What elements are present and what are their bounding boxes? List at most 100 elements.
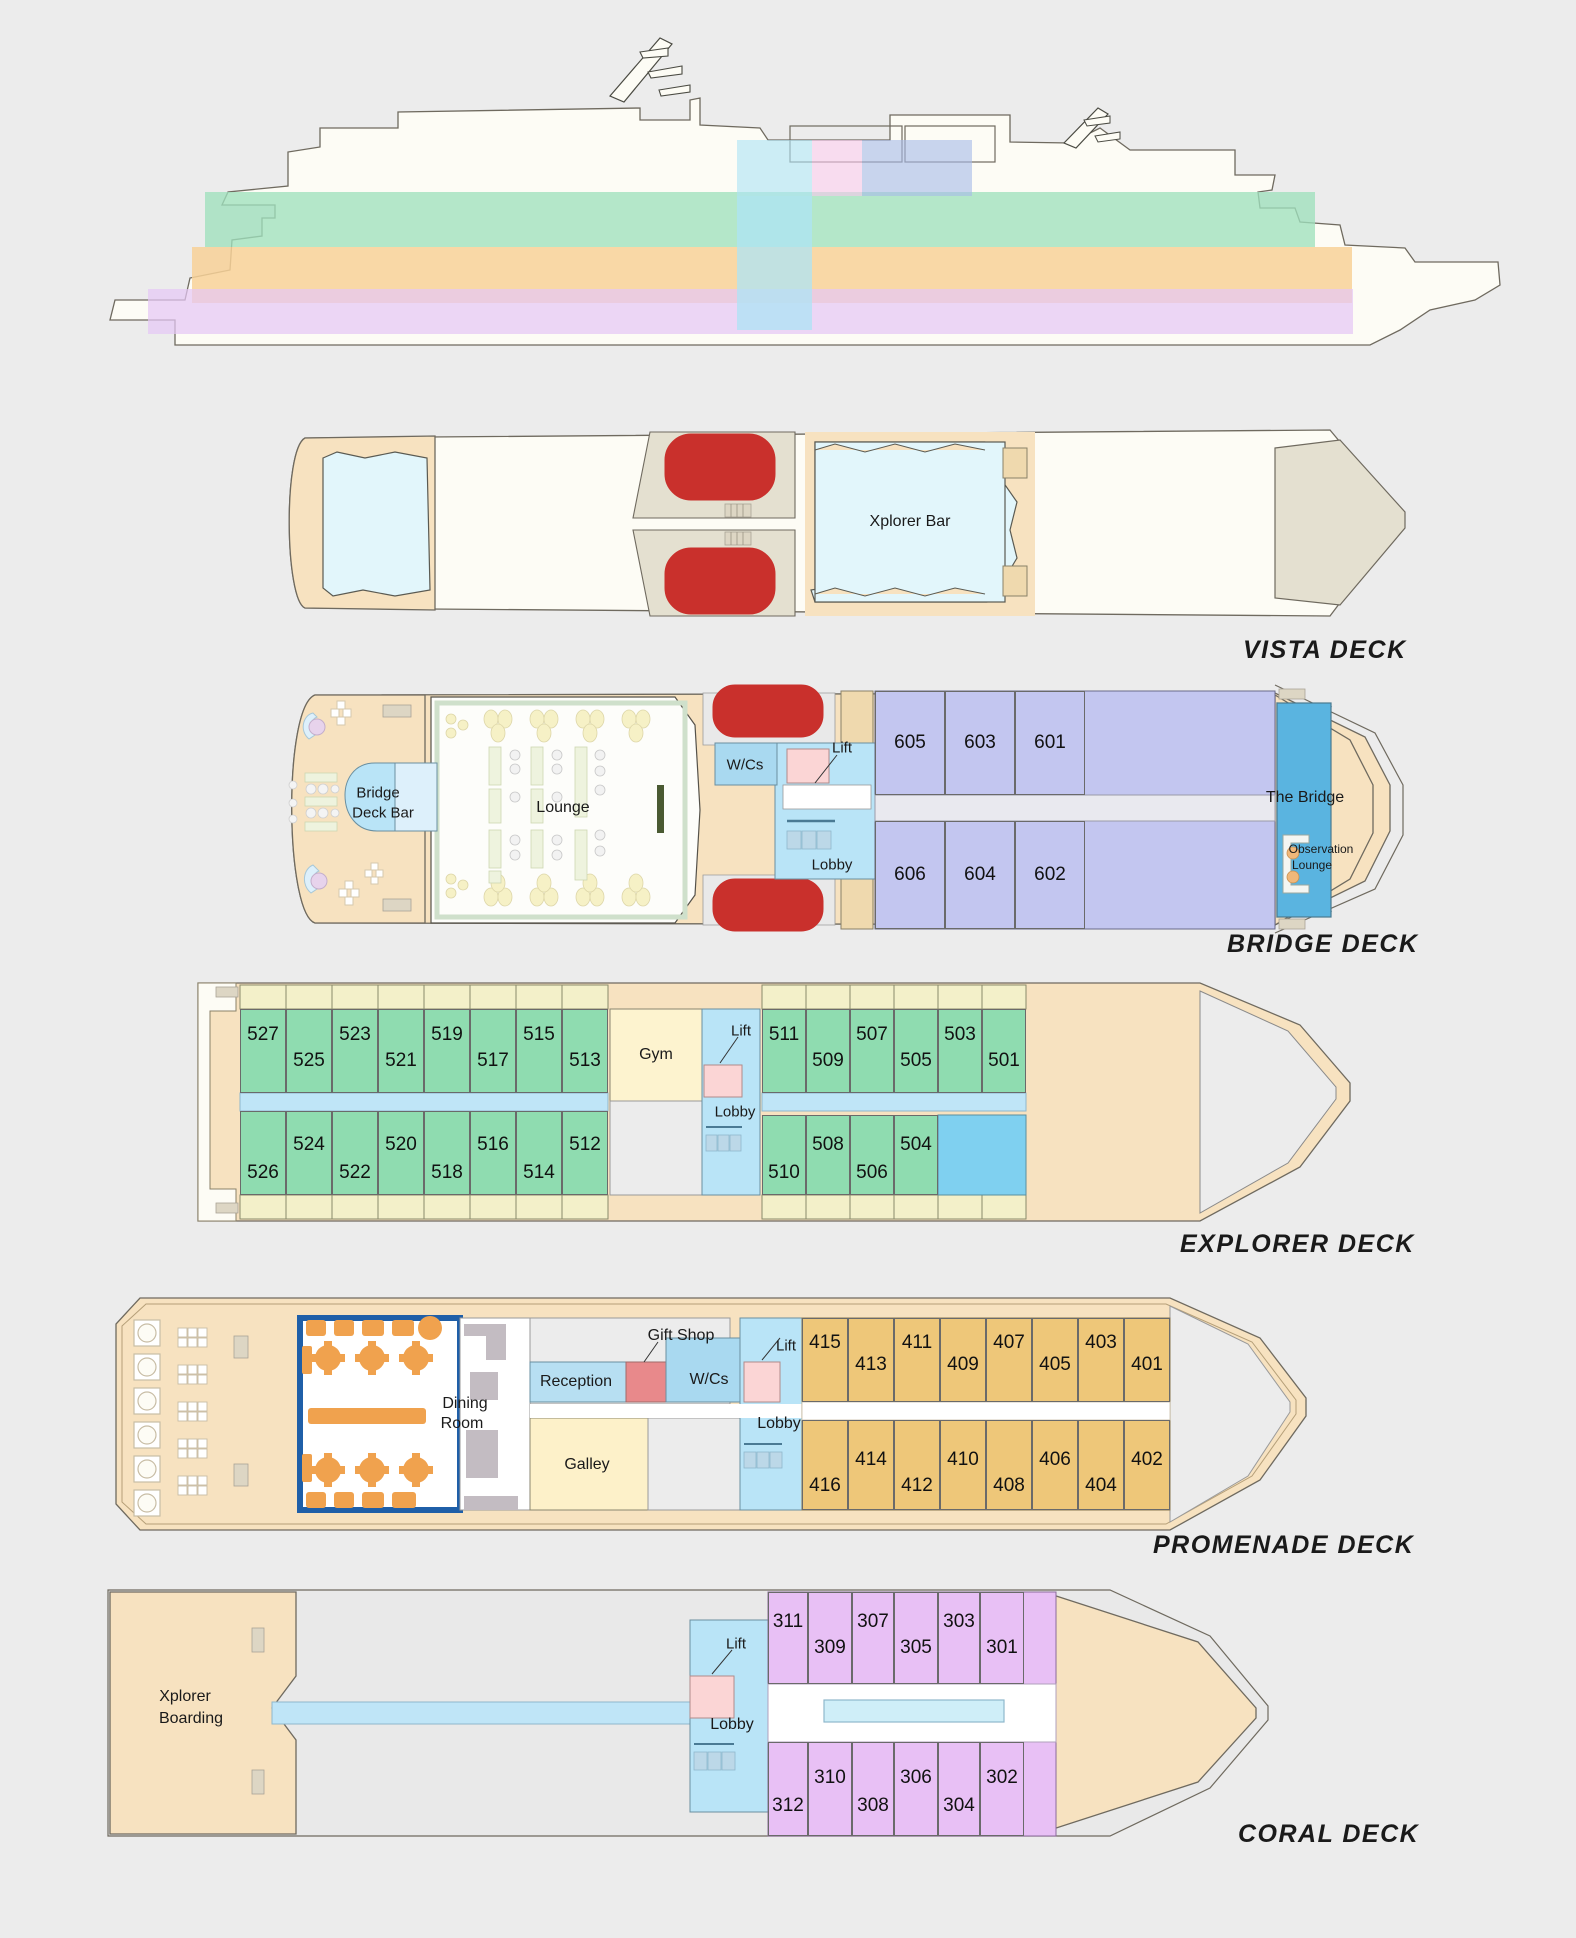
promenade-outdoor-chairs — [177, 1327, 208, 1496]
bridge-cabin-603[interactable] — [945, 691, 1015, 795]
explorer-cabin-525[interactable] — [286, 1009, 332, 1093]
explorer-cabin-519[interactable] — [424, 1009, 470, 1093]
bridge-bar-backbar — [394, 762, 438, 832]
explorer-cabin-514[interactable] — [516, 1111, 562, 1195]
coral-cabin-303[interactable] — [938, 1592, 980, 1684]
promenade-gift-shop-leader — [643, 1341, 659, 1363]
promenade-cabin-410[interactable] — [940, 1420, 986, 1510]
coral-cabin-306[interactable] — [894, 1742, 938, 1836]
explorer-cabin-517[interactable] — [470, 1009, 516, 1093]
promenade-galley-store — [647, 1417, 741, 1511]
bridge-cabin-604[interactable] — [945, 821, 1015, 929]
bridge-lounge-divider — [657, 785, 664, 833]
coral-cabin-305[interactable] — [894, 1592, 938, 1684]
promenade-cabin-404[interactable] — [1078, 1420, 1124, 1510]
promenade-dining-banquette-bottom — [306, 1492, 416, 1508]
promenade-cabin-412[interactable] — [894, 1420, 940, 1510]
explorer-cabin-510[interactable] — [762, 1115, 806, 1195]
bridge-lift-leader — [814, 754, 838, 784]
coral-cabin-307[interactable] — [852, 1592, 894, 1684]
promenade-reception-room — [529, 1361, 627, 1403]
promenade-cabin-403[interactable] — [1078, 1318, 1124, 1402]
promenade-cabin-411[interactable] — [894, 1318, 940, 1402]
coral-cabin-311[interactable] — [768, 1592, 808, 1684]
profile-mast-aft-yard-2 — [1094, 131, 1121, 143]
explorer-cabin-503[interactable] — [938, 1009, 982, 1093]
vista-tender-bottom — [664, 547, 776, 615]
explorer-stairs-icon — [705, 1134, 742, 1152]
coral-cabin-302[interactable] — [980, 1742, 1024, 1836]
explorer-cabin-522[interactable] — [332, 1111, 378, 1195]
explorer-cabin-511[interactable] — [762, 1009, 806, 1093]
explorer-vents — [215, 986, 239, 1214]
explorer-cabin-506[interactable] — [850, 1115, 894, 1195]
promenade-dining-round-tables — [311, 1341, 433, 1487]
profile-mast-yard-3 — [658, 84, 691, 97]
promenade-cabin-corridor — [801, 1401, 1171, 1421]
bridge-deck-bar-tables — [304, 772, 338, 832]
bridge-cabin-602[interactable] — [1015, 821, 1085, 929]
promenade-cabin-406[interactable] — [1032, 1420, 1078, 1510]
ship-profile-diagram — [0, 0, 1576, 370]
promenade-cabin-409[interactable] — [940, 1318, 986, 1402]
vista-tender-top — [664, 433, 776, 501]
bridge-tender-top — [712, 684, 824, 738]
explorer-cabin-518[interactable] — [424, 1111, 470, 1195]
promenade-lift-box — [743, 1361, 781, 1403]
bridge-deck-cross-markers — [330, 700, 384, 906]
bridge-deck-plan: Bridge Deck Bar Lounge W/Cs Lift Lobby T… — [275, 684, 1425, 935]
explorer-cabin-523[interactable] — [332, 1009, 378, 1093]
explorer-cabin-520[interactable] — [378, 1111, 424, 1195]
explorer-cabin-504[interactable] — [894, 1115, 938, 1195]
profile-mast-aft-yard-1 — [1083, 115, 1111, 127]
bridge-cabin-606[interactable] — [875, 821, 945, 929]
promenade-cabin-402[interactable] — [1124, 1420, 1170, 1510]
explorer-cabin-524[interactable] — [286, 1111, 332, 1195]
profile-band-vertical-blue — [862, 140, 972, 196]
promenade-port-vents — [233, 1335, 249, 1487]
promenade-cabin-401[interactable] — [1124, 1318, 1170, 1402]
promenade-cabin-415[interactable] — [802, 1318, 848, 1402]
explorer-balcony-row-fwd-bottom — [761, 1194, 1027, 1220]
promenade-outdoor-tables — [133, 1319, 161, 1517]
bridge-cabin-605[interactable] — [875, 691, 945, 795]
coral-cabin-301[interactable] — [980, 1592, 1024, 1684]
promenade-cabin-407[interactable] — [986, 1318, 1032, 1402]
promenade-cabin-414[interactable] — [848, 1420, 894, 1510]
bridge-cabin-601[interactable] — [1015, 691, 1085, 795]
vista-xplorer-bar-rect — [814, 441, 1006, 603]
explorer-cabin-527[interactable] — [240, 1009, 286, 1093]
promenade-dining-long-table — [308, 1408, 426, 1424]
coral-cabin-309[interactable] — [808, 1592, 852, 1684]
explorer-cabin-515[interactable] — [516, 1009, 562, 1093]
coral-cabin-304[interactable] — [938, 1742, 980, 1836]
promenade-cabin-413[interactable] — [848, 1318, 894, 1402]
vista-post-top — [1002, 447, 1028, 479]
explorer-cabin-507[interactable] — [850, 1009, 894, 1093]
promenade-cabin-408[interactable] — [986, 1420, 1032, 1510]
explorer-cabin-505[interactable] — [894, 1009, 938, 1093]
coral-boarding-vents — [251, 1627, 265, 1795]
coral-cabin-310[interactable] — [808, 1742, 852, 1836]
coral-cabin-308[interactable] — [852, 1742, 894, 1836]
bridge-stairs-icon — [786, 830, 832, 850]
explorer-cabin-509[interactable] — [806, 1009, 850, 1093]
explorer-cabin-526[interactable] — [240, 1111, 286, 1195]
explorer-cabin-516[interactable] — [470, 1111, 516, 1195]
coral-bow-block — [1049, 1593, 1257, 1831]
promenade-dining-side-seat-top — [302, 1346, 312, 1374]
vista-vent-top — [724, 503, 752, 518]
promenade-cabin-416[interactable] — [802, 1420, 848, 1510]
coral-cabin-312[interactable] — [768, 1742, 808, 1836]
explorer-deck-plan: 527 525 523 521 519 517 515 513 526 524 … — [190, 975, 1410, 1235]
coral-boarding-channel — [271, 1701, 743, 1725]
explorer-cabin-501[interactable] — [982, 1009, 1026, 1093]
explorer-cabin-521[interactable] — [378, 1009, 424, 1093]
explorer-cabin-512[interactable] — [562, 1111, 608, 1195]
promenade-cabin-405[interactable] — [1032, 1318, 1078, 1402]
explorer-lobby-block — [701, 1008, 761, 1196]
vista-bow-deck — [1274, 439, 1406, 606]
explorer-cabin-513[interactable] — [562, 1009, 608, 1093]
explorer-cabin-508[interactable] — [806, 1115, 850, 1195]
